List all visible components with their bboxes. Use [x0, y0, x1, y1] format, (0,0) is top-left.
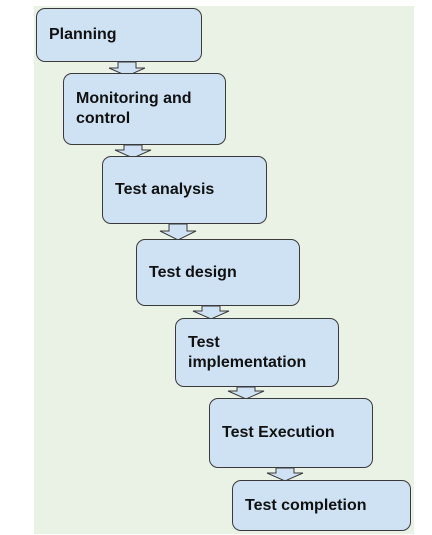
step-test-execution: Test Execution [209, 398, 373, 468]
step-test-design: Test design [136, 239, 300, 306]
step-label: Test analysis [115, 181, 215, 198]
step-label: Monitoring and control [76, 90, 192, 127]
step-label: Test completion [245, 496, 367, 514]
connector-arrow [108, 61, 146, 77]
step-label: Planning [49, 26, 117, 43]
step-test-completion: Test completion [232, 480, 411, 531]
connector-arrow [266, 467, 304, 482]
step-monitoring-and-control: Monitoring and control [63, 73, 226, 145]
connector-arrow [227, 386, 265, 400]
step-label: Test Execution [222, 424, 335, 441]
connector-arrow [159, 223, 197, 241]
step-label: Test design [149, 263, 237, 281]
step-planning: Planning [36, 8, 202, 62]
connector-arrow [114, 144, 152, 159]
step-label: Test implementation [188, 333, 307, 371]
step-test-implementation: Test implementation [175, 318, 339, 387]
connector-arrow [192, 305, 230, 320]
step-test-analysis: Test analysis [102, 156, 267, 224]
